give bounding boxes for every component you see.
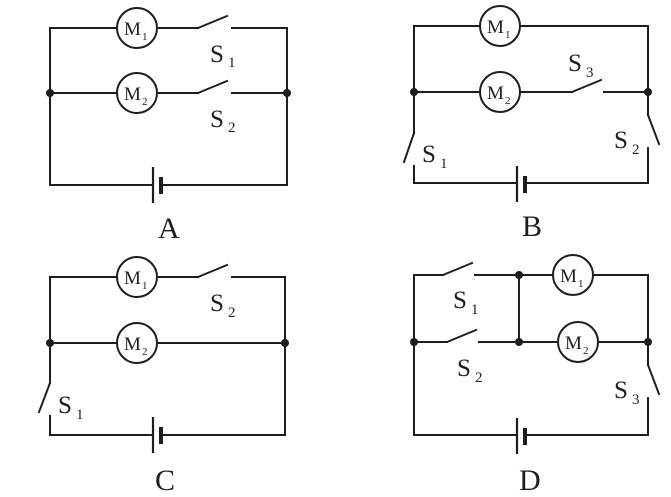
wire (413, 165, 517, 184)
switch-label-subscript: 1 (76, 407, 84, 423)
junction-dot (283, 89, 291, 97)
circuit-caption: D (519, 464, 541, 497)
motor-m2: M 2 (479, 71, 521, 113)
motor-letter: M (124, 84, 141, 105)
junction-dot (644, 338, 652, 346)
switch-s2-blade (445, 328, 478, 344)
wire (160, 342, 286, 436)
junction-dot (46, 339, 54, 347)
switch-label-subscript: 2 (475, 370, 483, 386)
motor-letter: M (560, 266, 577, 287)
junction-dot (644, 88, 652, 96)
motor-subscript: 1 (142, 31, 148, 43)
motor-letter: M (124, 268, 141, 289)
motor-m1: M 1 (116, 256, 158, 298)
circuit-caption: A (158, 212, 180, 245)
switch-s1-blade (402, 131, 416, 164)
wire (49, 415, 153, 436)
switch-s3-blade (570, 78, 603, 94)
switch-label-subscript: 2 (228, 305, 236, 321)
switch-label-letter: S (210, 290, 224, 317)
motor-m1: M 1 (479, 5, 521, 47)
circuit-b: M 1 M 2 S 1 S 2 S 3 B (402, 5, 661, 243)
circuit-c: M 1 M 2 S 1 S 2 C (37, 256, 289, 497)
switch-label-subscript: 1 (228, 55, 236, 71)
circuit-d: M 1 M 2 S 1 S 2 S 3 D (410, 254, 661, 497)
motor-m1: M 1 (552, 254, 594, 296)
switch-s2-blade (196, 263, 229, 279)
switch-label-subscript: 1 (440, 156, 448, 172)
motor-subscript: 2 (505, 95, 511, 107)
wire (231, 276, 286, 344)
junction-dot (281, 339, 289, 347)
motor-subscript: 2 (142, 96, 148, 108)
switch-label-letter: S (453, 287, 467, 314)
switch-label-subscript: 3 (632, 392, 640, 408)
circuit-caption: B (522, 210, 542, 243)
switch-s2-blade (646, 113, 661, 146)
motor-subscript: 1 (578, 278, 584, 290)
switch-label-subscript: 2 (632, 142, 640, 158)
wire (524, 147, 649, 184)
switch-s1-blade (196, 14, 229, 30)
motor-m2: M 2 (557, 321, 599, 363)
motor-letter: M (565, 333, 582, 354)
wire (519, 25, 649, 93)
motor-letter: M (124, 19, 141, 40)
motor-subscript: 2 (583, 345, 589, 357)
junction-dot (515, 271, 523, 279)
motor-m1: M 1 (116, 7, 158, 49)
junction-dot (410, 338, 418, 346)
switch-label-letter: S (614, 127, 628, 154)
switch-s3-blade (646, 363, 661, 396)
switch-label-letter: S (58, 392, 72, 419)
wire (160, 92, 288, 186)
motor-subscript: 1 (505, 29, 511, 41)
junction-dot (515, 338, 523, 346)
motor-m2: M 2 (116, 322, 158, 364)
wire (593, 274, 649, 343)
motor-subscript: 2 (142, 346, 148, 358)
switch-label-letter: S (422, 141, 436, 168)
motor-letter: M (124, 334, 141, 355)
switch-s1-blade (441, 261, 474, 277)
switch-label-subscript: 2 (228, 120, 236, 136)
circuit-a: M 1 M 2 S 1 S 2 A (46, 7, 291, 245)
switch-label-subscript: 3 (586, 65, 594, 81)
wire (49, 27, 118, 94)
switch-label-letter: S (457, 355, 471, 382)
switch-label-letter: S (614, 377, 628, 404)
motor-m2: M 2 (116, 72, 158, 114)
junction-dot (46, 89, 54, 97)
circuit-caption: C (155, 464, 175, 497)
wire (231, 27, 288, 94)
switch-s2-blade (196, 79, 229, 95)
switch-label-letter: S (210, 106, 224, 133)
switch-s1-blade (37, 381, 52, 414)
motor-letter: M (487, 83, 504, 104)
switch-label-letter: S (210, 41, 224, 68)
wire (413, 341, 517, 436)
wire (49, 92, 153, 186)
wire (413, 25, 480, 93)
switch-label-subscript: 1 (471, 302, 479, 318)
junction-dot (410, 88, 418, 96)
wire (413, 274, 444, 343)
switch-label-letter: S (568, 50, 582, 77)
motor-subscript: 1 (142, 280, 148, 292)
wire (524, 397, 649, 436)
wire (49, 276, 118, 344)
motor-letter: M (487, 17, 504, 38)
